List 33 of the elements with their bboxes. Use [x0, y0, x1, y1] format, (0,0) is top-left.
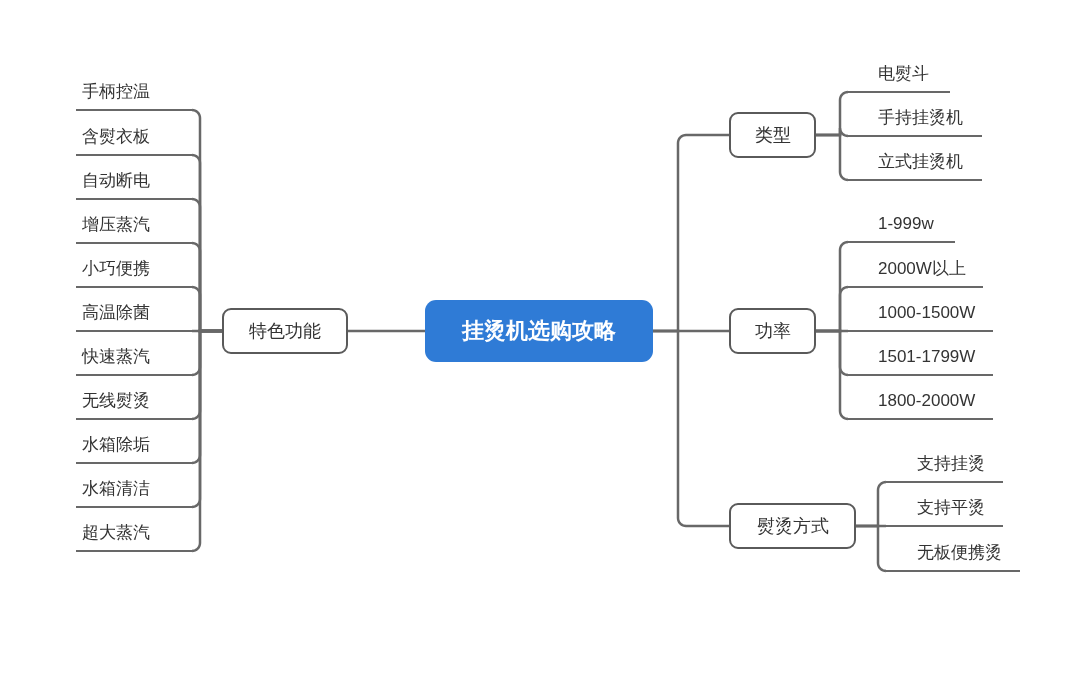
leaf-topic: 高温除菌 — [76, 298, 192, 333]
branch-topic: 功率 — [729, 308, 816, 354]
branch-topic: 熨烫方式 — [729, 503, 856, 549]
leaf-topic: 2000W以上 — [848, 254, 983, 289]
leaf-topic: 1501-1799W — [848, 342, 993, 377]
branch-topic: 类型 — [729, 112, 816, 158]
connector-line — [653, 329, 729, 528]
leaf-topic: 1-999w — [848, 209, 955, 244]
leaf-topic: 支持挂烫 — [886, 449, 1003, 484]
connector-line — [190, 329, 222, 553]
leaf-topic: 快速蒸汽 — [76, 342, 192, 377]
leaf-topic: 含熨衣板 — [76, 122, 192, 157]
leaf-topic: 小巧便携 — [76, 254, 192, 289]
leaf-topic: 1800-2000W — [848, 386, 993, 421]
leaf-topic: 增压蒸汽 — [76, 210, 192, 245]
leaf-topic: 无板便携烫 — [886, 538, 1020, 573]
leaf-topic: 手持挂烫机 — [848, 103, 982, 138]
leaf-topic: 1000-1500W — [848, 298, 993, 333]
leaf-topic: 立式挂烫机 — [848, 147, 982, 182]
central-topic: 挂烫机选购攻略 — [425, 300, 653, 362]
leaf-topic: 电熨斗 — [848, 59, 950, 94]
branch-topic: 特色功能 — [222, 308, 348, 354]
connector-line — [816, 329, 850, 421]
connector-line — [348, 329, 425, 333]
connector-line — [856, 524, 888, 573]
leaf-topic: 无线熨烫 — [76, 386, 192, 421]
leaf-topic: 水箱清洁 — [76, 474, 192, 509]
leaf-topic: 自动断电 — [76, 166, 192, 201]
connector-line — [816, 133, 850, 182]
leaf-topic: 超大蒸汽 — [76, 518, 192, 553]
leaf-topic: 手柄控温 — [76, 77, 192, 112]
leaf-topic: 水箱除垢 — [76, 430, 192, 465]
leaf-topic: 支持平烫 — [886, 493, 1003, 528]
